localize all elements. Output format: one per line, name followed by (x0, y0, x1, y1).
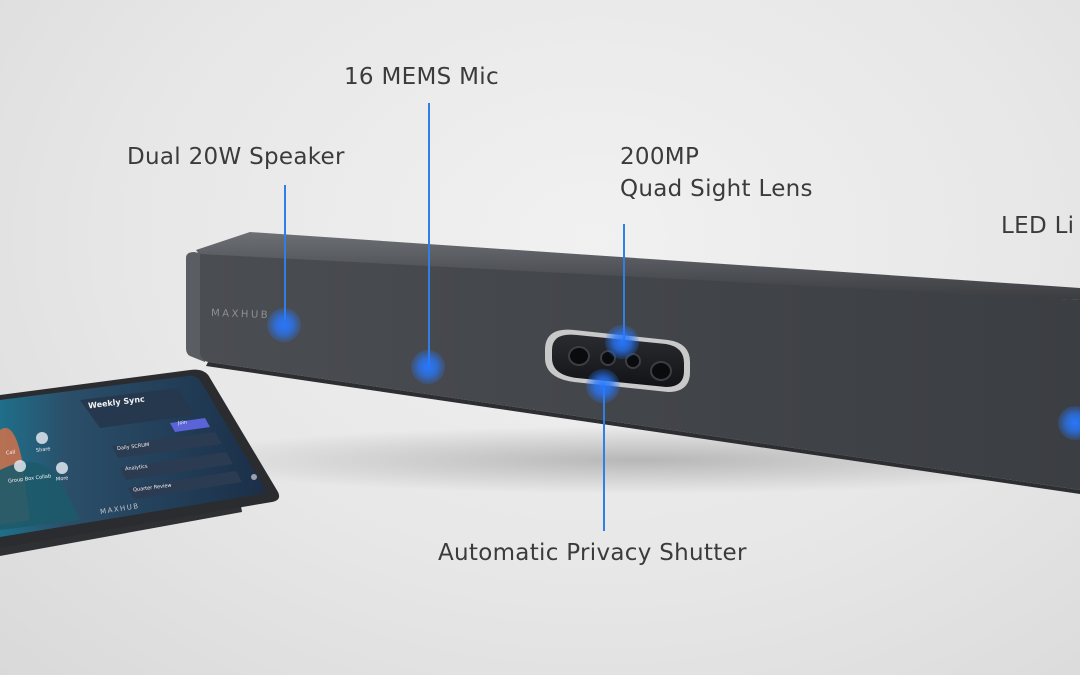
help-icon (251, 474, 257, 480)
tablet-shortcut-call: Call (5, 449, 16, 457)
shutter-callout-label: Automatic Privacy Shutter (438, 540, 747, 566)
shutter-callout-line (603, 388, 605, 531)
led-callout-label: LED Li (1001, 213, 1075, 239)
speaker-callout-label: Dual 20W Speaker (127, 144, 345, 170)
lens-callout-line1: 200MP (620, 144, 700, 170)
meeting-card (80, 388, 195, 428)
camera-lens-1 (568, 346, 590, 366)
video-bar-top (196, 232, 1080, 300)
lens-callout-line (623, 224, 625, 340)
speaker-callout-line (284, 185, 286, 320)
video-bar: MAXHUB (186, 232, 1080, 494)
led-hotspot (1058, 406, 1080, 440)
tablet-join-label: Join (177, 419, 188, 427)
shutter-hotspot (586, 369, 620, 403)
lens-callout-line2: Quad Sight Lens (620, 176, 813, 202)
group-collab-icon (14, 460, 26, 472)
camera-lens-4 (650, 361, 672, 381)
lens-callout-label: 200MP Quad Sight Lens (620, 141, 813, 205)
video-bar-bottom-edge (206, 362, 1080, 494)
mic-callout-label: 16 MEMS Mic (344, 64, 499, 90)
mic-callout-line (428, 103, 430, 365)
lens-hotspot (605, 325, 639, 359)
video-bar-brand: MAXHUB (211, 308, 270, 321)
tablet-list-item (120, 452, 233, 480)
touch-tablet (0, 369, 280, 556)
share-icon (36, 432, 48, 444)
mic-hotspot (411, 350, 445, 384)
tablet-list-item (112, 432, 222, 458)
tablet-list-item (128, 471, 242, 499)
tablet-join-button (170, 418, 210, 432)
more-icon (56, 462, 68, 474)
speaker-hotspot (267, 308, 301, 342)
